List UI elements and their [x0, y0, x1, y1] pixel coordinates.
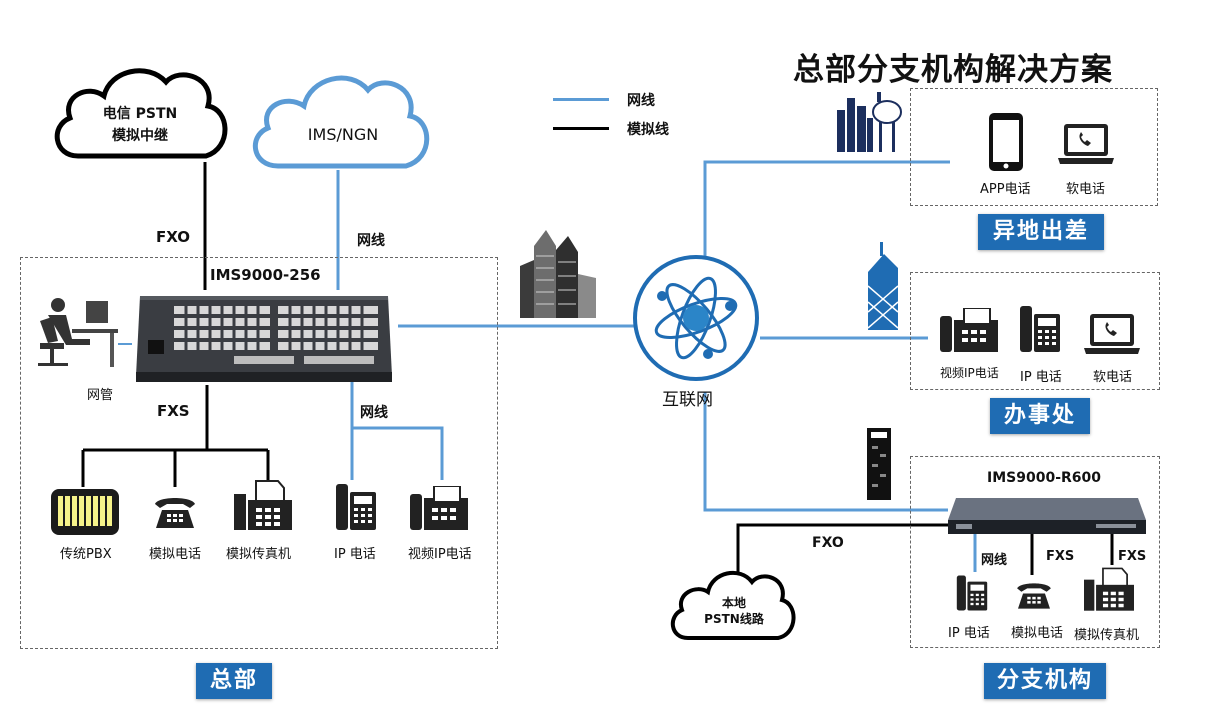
- branch-net-label: 网线: [981, 553, 1008, 568]
- pstn-cloud-line1: 电信 PSTN: [102, 106, 178, 122]
- analog-phone-icon: [155, 498, 195, 528]
- legend-network-label: 网线: [627, 93, 655, 109]
- ip-phone-icon: [336, 484, 376, 530]
- ims-cloud-label: IMS/NGN: [307, 125, 379, 144]
- branch-endpoint-fax: 模拟传真机: [1074, 628, 1140, 643]
- local-pstn-cloud-label: 本地 PSTN线路: [688, 595, 780, 627]
- hq-endpoint-analog-phone: 模拟电话: [149, 547, 202, 562]
- branch-region: [910, 456, 1160, 648]
- local-pstn-line2: PSTN线路: [704, 612, 764, 626]
- hq-fxo-label: FXO: [156, 228, 191, 246]
- office-endpoint-video-ip-phone: 视频IP电话: [940, 366, 999, 380]
- legend: 网线 模拟线: [553, 88, 703, 138]
- internet-label: 互联网: [662, 390, 713, 410]
- fax-machine-icon: [234, 480, 292, 530]
- hq-endpoint-video-ip-phone: 视频IP电话: [408, 547, 472, 562]
- ims-cloud-icon: [252, 75, 430, 169]
- office-region: [910, 272, 1160, 390]
- branch-badge: 分支机构: [984, 663, 1106, 699]
- skyscraper-icon: [520, 230, 596, 318]
- admin-link: [118, 343, 132, 345]
- office-endpoint-softphone: 软电话: [1093, 370, 1133, 385]
- hq-endpoint-pbx: 传统PBX: [60, 547, 112, 562]
- hq-lan-label: 网线: [360, 405, 388, 421]
- hq-endpoint-fax: 模拟传真机: [226, 547, 292, 562]
- hq-lan-line: [350, 378, 444, 480]
- softphone-laptop-icon: [1058, 124, 1114, 164]
- branch-fxs1-label: FXS: [1046, 549, 1075, 564]
- branch-fxs2-label: FXS: [1118, 549, 1147, 564]
- travel-badge: 异地出差: [978, 214, 1104, 250]
- hq-region: [20, 257, 498, 649]
- branch-fax-machine-icon: [1084, 567, 1134, 611]
- ims9000-r600-device-icon: [948, 498, 1146, 534]
- hq-uplink-label: 网线: [357, 233, 385, 249]
- pstn-cloud-icon: [54, 68, 228, 159]
- internet-to-travel-line: [703, 160, 950, 258]
- las-vegas-city-icon: [837, 92, 902, 152]
- hq-endpoint-ip-phone: IP 电话: [334, 547, 376, 562]
- legend-analog-label: 模拟线: [627, 122, 669, 138]
- local-pstn-line1: 本地: [721, 596, 746, 610]
- internet-globe-icon: [633, 255, 759, 381]
- branch-tower-icon: [867, 428, 891, 500]
- office-tower-icon: [867, 242, 899, 330]
- office-video-ip-phone-icon: [940, 308, 998, 352]
- branch-ip-phone-icon: [956, 575, 988, 611]
- legend-network-swatch: [553, 98, 609, 101]
- admin-workstation-icon: [38, 298, 118, 367]
- hq-fxs-label: FXS: [157, 402, 190, 420]
- branch-endpoint-analog-phone: 模拟电话: [1011, 626, 1064, 641]
- branch-analog-phone-icon: [1017, 583, 1051, 609]
- office-endpoint-ip-phone: IP 电话: [1020, 370, 1062, 385]
- admin-label: 网管: [87, 388, 114, 403]
- local-pstn-cloud-icon: [671, 571, 796, 640]
- pbx-icon: [51, 489, 119, 535]
- travel-endpoint-softphone: 软电话: [1066, 182, 1106, 197]
- office-badge: 办事处: [990, 398, 1090, 434]
- mobile-phone-icon: [989, 113, 1023, 171]
- ims9000-256-device-icon: [136, 296, 392, 382]
- office-ip-phone-icon: [1020, 306, 1060, 352]
- page-title: 总部分支机构解决方案: [793, 52, 1113, 88]
- travel-endpoint-app-phone: APP电话: [980, 182, 1031, 197]
- video-ip-phone-icon: [410, 486, 468, 530]
- internet-to-branch-line: [703, 392, 948, 512]
- hq-device-name: IMS9000-256: [210, 266, 321, 284]
- pstn-cloud-line2: 模拟中继: [112, 128, 168, 144]
- office-softphone-laptop-icon: [1084, 314, 1140, 354]
- pstn-cloud-label: 电信 PSTN 模拟中继: [80, 103, 200, 147]
- legend-analog-swatch: [553, 127, 609, 130]
- branch-device-name: IMS9000-R600: [987, 470, 1102, 486]
- hq-badge: 总部: [196, 663, 272, 699]
- branch-fxo-label: FXO: [812, 535, 844, 551]
- travel-region: [910, 88, 1158, 206]
- branch-fxo-line: [736, 523, 948, 575]
- branch-endpoint-ip-phone: IP 电话: [948, 626, 990, 641]
